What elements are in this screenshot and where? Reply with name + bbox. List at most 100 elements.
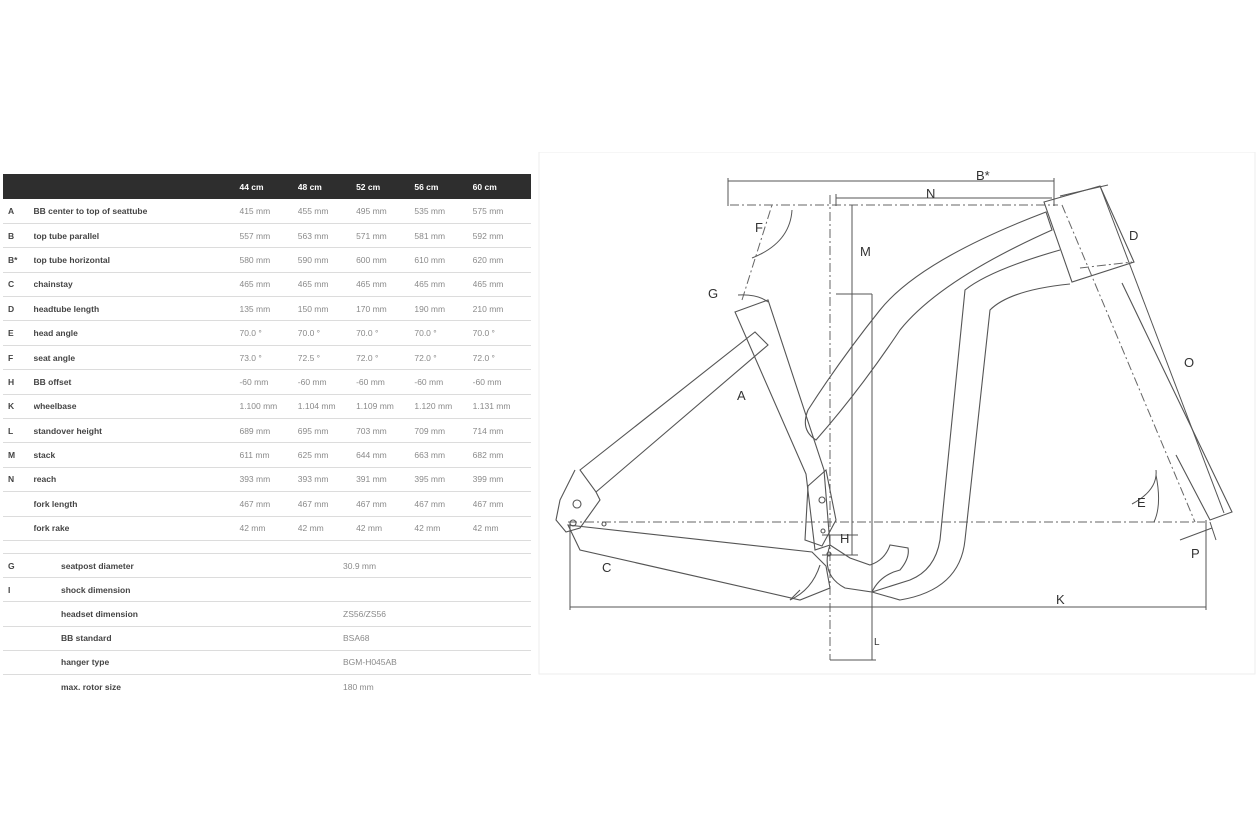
row-value: 70.0 ° (414, 328, 437, 339)
row-value: 70.0 ° (472, 328, 495, 339)
row-label: seat angle (33, 352, 76, 363)
seat-stay (579, 331, 769, 493)
spec-label: shock dimension (61, 584, 131, 595)
row-value: 1.104 mm (297, 401, 336, 412)
angle-arc-e (1131, 469, 1157, 505)
row-code: F (8, 352, 14, 363)
spec-value: 180 mm (343, 681, 374, 692)
dim-o (1099, 185, 1225, 514)
label-a: A (737, 388, 746, 403)
row-value: -60 mm (356, 376, 385, 387)
row-label: head angle (33, 328, 78, 339)
header-size: 52 cm (356, 181, 381, 192)
label-e: E (1137, 495, 1146, 510)
label-p: P (1191, 546, 1200, 561)
row-value: 465 mm (239, 279, 271, 290)
row-code: L (8, 425, 14, 436)
header-size: 60 cm (472, 181, 497, 192)
row-value: 72.0 ° (356, 352, 379, 363)
angle-arc-e-2 (1153, 474, 1160, 523)
spec-code: I (8, 584, 11, 595)
row-value: 415 mm (239, 205, 271, 216)
rear-dropout (555, 469, 601, 533)
row-label: stack (33, 450, 56, 461)
pivot-bb (826, 551, 832, 557)
row-value: 563 mm (297, 230, 329, 241)
row-value: 625 mm (297, 450, 329, 461)
row-value: 393 mm (239, 474, 271, 485)
row-code: E (8, 328, 14, 339)
row-value: 210 mm (472, 303, 504, 314)
spec-label: max. rotor size (61, 681, 121, 692)
label-k: K (1056, 592, 1065, 607)
row-value: 465 mm (297, 279, 329, 290)
row-label: standover height (33, 425, 102, 436)
pivot-lower (820, 528, 826, 534)
row-value: 695 mm (297, 425, 329, 436)
row-value: 393 mm (297, 474, 329, 485)
row-value: 575 mm (472, 205, 504, 216)
spec-label: BB standard (61, 633, 112, 644)
row-value: 170 mm (356, 303, 387, 314)
steerer-axis (1061, 204, 1196, 523)
row-value: 557 mm (239, 230, 271, 241)
row-value: 391 mm (356, 474, 387, 485)
row-value: -60 mm (472, 376, 502, 387)
row-label: fork length (33, 498, 78, 509)
row-code: C (8, 279, 15, 290)
row-code (3, 516, 34, 540)
dim-p-tick (1209, 521, 1217, 541)
dimension-lines (569, 178, 1225, 661)
row-label: fork rake (33, 523, 70, 534)
row-value: 465 mm (414, 279, 446, 290)
frame-outline (555, 185, 1233, 601)
row-value: 42 mm (356, 523, 383, 534)
label-c: C (602, 560, 611, 575)
label-f: F (755, 220, 763, 235)
header-label (34, 174, 240, 199)
row-value: 72.0 ° (414, 352, 437, 363)
row-value: 465 mm (356, 279, 387, 290)
chain-stay (567, 524, 831, 601)
row-value: 689 mm (239, 425, 271, 436)
row-value: 150 mm (297, 303, 329, 314)
top-tube (804, 211, 1053, 441)
row-label: wheelbase (33, 401, 77, 412)
rocker-link (804, 468, 837, 547)
row-code: B (8, 230, 15, 241)
row-value: 72.5 ° (297, 352, 321, 363)
row-value: -60 mm (297, 376, 327, 387)
row-value: 535 mm (414, 205, 446, 216)
row-value: 600 mm (356, 254, 387, 265)
spec-value: ZS56/ZS56 (343, 608, 386, 619)
row-value: 467 mm (239, 498, 271, 509)
row-value: -60 mm (239, 376, 269, 387)
header-size: 44 cm (239, 181, 264, 192)
pivot-chainstay (601, 521, 607, 527)
head-tube (1043, 185, 1135, 283)
row-value: 455 mm (297, 205, 329, 216)
row-code: K (8, 401, 15, 412)
spec-value: BSA68 (343, 633, 370, 644)
row-value: 42 mm (239, 523, 266, 534)
row-value: 465 mm (472, 279, 504, 290)
row-value: 399 mm (472, 474, 504, 485)
label-h: H (840, 531, 849, 546)
motor-housing (826, 544, 909, 593)
row-label: top tube parallel (33, 230, 100, 241)
spec-value (343, 578, 531, 602)
row-label: chainstay (33, 279, 73, 290)
row-value: 1.120 mm (414, 401, 453, 412)
